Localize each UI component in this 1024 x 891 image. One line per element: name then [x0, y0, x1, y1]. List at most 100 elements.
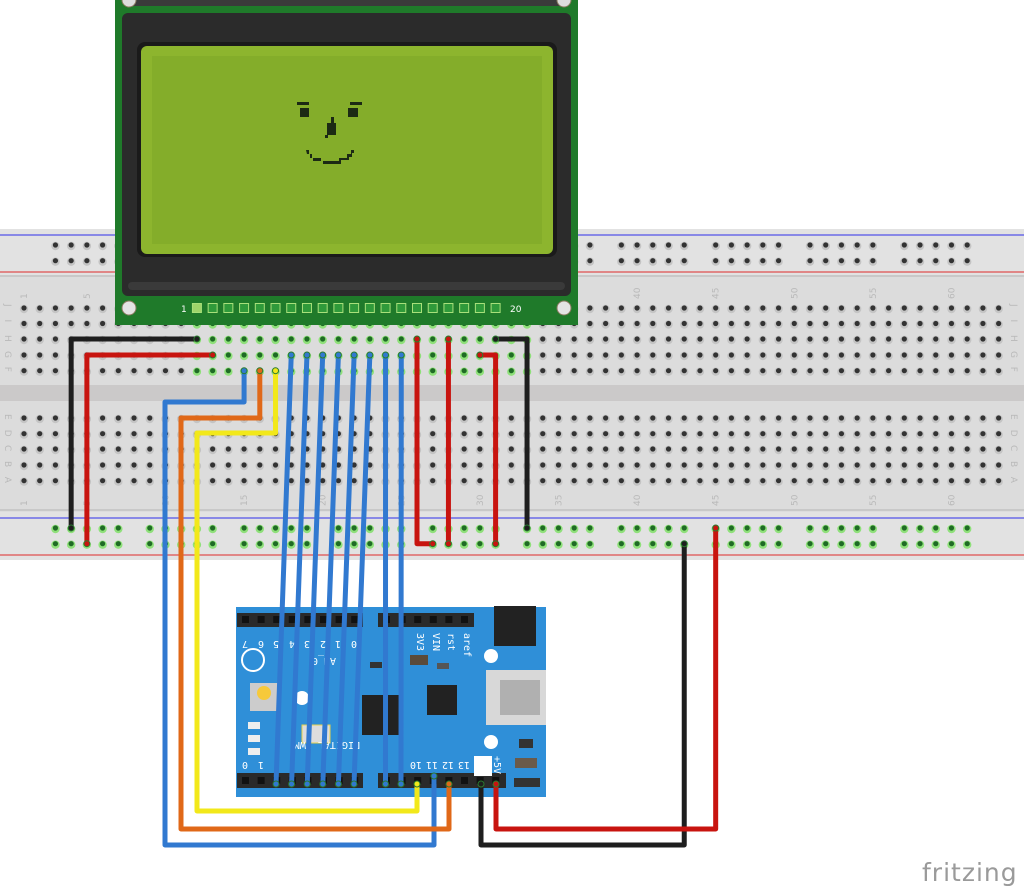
blue-wire[interactable]	[304, 352, 326, 787]
hole-center	[823, 415, 829, 421]
wire-end[interactable]	[303, 780, 311, 788]
wire-end[interactable]	[287, 351, 295, 359]
blue-wire[interactable]	[320, 352, 341, 787]
column-number: 15	[240, 495, 250, 506]
wire-end[interactable]	[444, 335, 452, 343]
header-pin[interactable]	[257, 777, 265, 784]
hole-center	[210, 478, 216, 484]
wire-end[interactable]	[334, 351, 342, 359]
wire-end[interactable]	[240, 367, 248, 375]
red-wire[interactable]	[477, 352, 499, 547]
hole-center	[933, 242, 939, 248]
blue-wire[interactable]	[351, 352, 373, 787]
wire-end[interactable]	[83, 540, 91, 548]
wire-end[interactable]	[350, 351, 358, 359]
yellow-wire[interactable]	[194, 368, 420, 814]
header-pin[interactable]	[320, 616, 327, 623]
blue-wire[interactable]	[273, 352, 294, 787]
wire-end[interactable]	[67, 524, 75, 532]
wire-end[interactable]	[444, 540, 452, 548]
header-pin[interactable]	[414, 616, 422, 623]
wire-end[interactable]	[319, 351, 327, 359]
black-wire[interactable]	[68, 336, 200, 531]
hole-center	[697, 305, 703, 311]
wire-end[interactable]	[492, 780, 500, 788]
wire-end[interactable]	[209, 351, 217, 359]
hole-center	[508, 446, 514, 452]
wire-end[interactable]	[382, 351, 390, 359]
header-pin[interactable]	[445, 777, 453, 784]
hole-center	[697, 478, 703, 484]
hole-center	[650, 525, 656, 531]
hole-center	[650, 242, 656, 248]
hole-center	[870, 462, 876, 468]
wire-end[interactable]	[523, 524, 531, 532]
header-pin[interactable]	[351, 616, 359, 623]
hole-center	[650, 368, 656, 374]
red-wire[interactable]	[84, 352, 216, 547]
hole-center	[272, 462, 279, 468]
row-label: J	[2, 303, 12, 307]
wire-end[interactable]	[366, 351, 374, 359]
wire-end[interactable]	[445, 780, 453, 788]
pin-label: rst	[445, 633, 456, 651]
header-pin[interactable]	[445, 616, 453, 623]
hole-center	[681, 320, 687, 327]
blue-wire[interactable]	[335, 352, 357, 787]
black-wire[interactable]	[493, 336, 530, 531]
header-pin[interactable]	[476, 777, 484, 784]
wire-end[interactable]	[319, 780, 327, 788]
pin-label: 3V3	[414, 633, 425, 651]
hole-center	[760, 415, 766, 421]
wire-end[interactable]	[382, 780, 389, 788]
wire-end[interactable]	[193, 335, 201, 343]
header-pin[interactable]	[304, 616, 312, 623]
wire-end[interactable]	[712, 524, 720, 532]
wire-end[interactable]	[397, 351, 405, 359]
wire-end[interactable]	[350, 780, 358, 788]
header-pin[interactable]	[414, 777, 422, 784]
header-pin[interactable]	[273, 616, 281, 623]
wire-end[interactable]	[476, 351, 484, 359]
wire-end[interactable]	[272, 367, 280, 375]
header-pin[interactable]	[492, 777, 500, 784]
hole-center	[84, 305, 90, 311]
wire-end[interactable]	[413, 780, 421, 788]
wire-end[interactable]	[288, 780, 296, 788]
pin-label: VIN	[430, 633, 441, 651]
header-pin[interactable]	[242, 777, 249, 784]
pin-label: 1	[258, 759, 264, 770]
wire-end[interactable]	[430, 772, 438, 780]
blue-wire[interactable]	[289, 352, 310, 787]
wire-end[interactable]	[680, 540, 688, 548]
header-pin[interactable]	[257, 616, 265, 623]
wire-end[interactable]	[492, 540, 500, 548]
black-wire[interactable]	[478, 541, 687, 848]
red-wire[interactable]	[414, 336, 436, 547]
wire-end[interactable]	[429, 540, 437, 548]
hole-center	[555, 431, 562, 437]
hole-center	[807, 305, 813, 311]
header-pin[interactable]	[429, 616, 437, 623]
hole-center	[618, 431, 624, 437]
wire-end[interactable]	[492, 335, 500, 343]
hole-center	[854, 541, 860, 547]
header-pin[interactable]	[461, 777, 468, 784]
header-pin[interactable]	[335, 616, 343, 623]
wire-end[interactable]	[477, 780, 485, 788]
wire-end[interactable]	[303, 351, 311, 359]
hole-center	[257, 352, 263, 358]
header-pin[interactable]	[461, 616, 468, 623]
header-pin[interactable]	[242, 616, 249, 623]
wire-end[interactable]	[413, 335, 421, 343]
hole-center	[634, 415, 640, 421]
red-wire[interactable]	[493, 525, 719, 832]
header-pin[interactable]	[288, 616, 296, 623]
wire-end[interactable]	[334, 780, 342, 788]
wire-end[interactable]	[397, 780, 405, 788]
wire-end[interactable]	[272, 780, 280, 788]
blue-wire[interactable]	[162, 368, 437, 848]
hole-center	[571, 336, 577, 342]
orange-wire[interactable]	[178, 368, 452, 832]
wire-end[interactable]	[256, 367, 264, 375]
